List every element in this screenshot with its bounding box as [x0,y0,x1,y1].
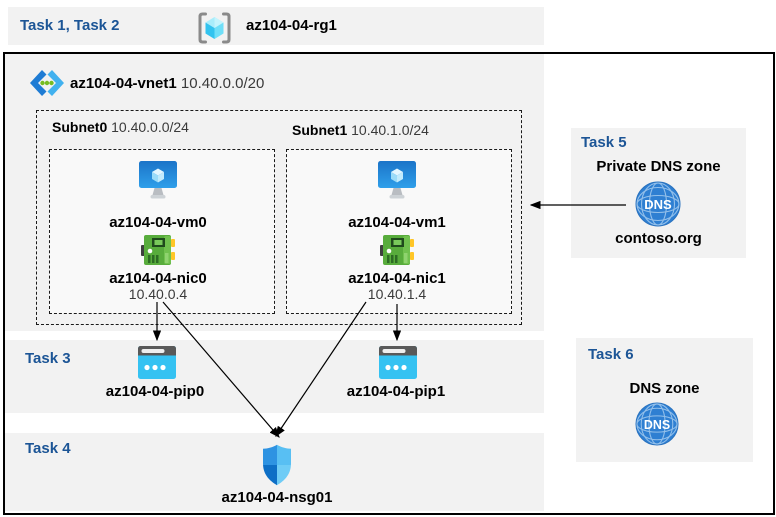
public-ip-icon [138,346,176,379]
vnet-name: az104-04-vnet1 [70,75,177,92]
resource-group-name: az104-04-rg1 [246,17,337,34]
resource-group-icon [196,11,233,45]
pip0-name: az104-04-pip0 [105,383,205,400]
private-dns-zone-name: contoso.org [615,230,702,247]
subnet1-title: Subnet1 10.40.1.0/24 [292,122,429,138]
task3-label: Task 3 [25,350,71,367]
subnet0-title: Subnet0 10.40.0.0/24 [52,119,189,135]
virtual-network-icon [30,70,64,96]
private-dns-zone-title: Private DNS zone [596,158,721,175]
pip1-name: az104-04-pip1 [346,383,446,400]
dns-badge-text: DNS [644,197,672,212]
vm1-name: az104-04-vm1 [348,214,446,231]
network-interface-icon [380,234,414,266]
task5-label: Task 5 [581,134,627,151]
task12-label: Task 1, Task 2 [20,17,120,34]
network-interface-icon [141,234,175,266]
subnet1-cidr: 10.40.1.0/24 [351,122,429,138]
subnet0-name: Subnet0 [52,119,108,135]
virtual-machine-icon [139,161,177,202]
task6-label: Task 6 [588,346,634,363]
nic1-ip: 10.40.1.4 [367,286,427,302]
dns-badge-text: DNS [644,418,670,432]
nic0-name: az104-04-nic0 [109,270,207,287]
vnet-title: az104-04-vnet1 10.40.0.0/20 [70,75,264,92]
vnet-cidr: 10.40.0.0/20 [180,75,265,92]
public-ip-icon [379,346,417,379]
dns-icon: DNS [635,181,681,227]
nic1-name: az104-04-nic1 [348,270,446,287]
subnet1-name: Subnet1 [292,122,348,138]
vm0-name: az104-04-vm0 [109,214,207,231]
task3-band [5,340,544,413]
subnet0-cidr: 10.40.0.0/24 [111,119,189,135]
dns-icon: DNS [635,402,679,446]
nsg-name: az104-04-nsg01 [221,489,333,506]
task5-box: Task 5 Private DNS zone DNS contoso.org [571,128,746,258]
nic0-ip: 10.40.0.4 [128,286,188,302]
header-band: Task 1, Task 2 az104-04-rg1 [8,7,544,45]
task4-label: Task 4 [25,440,71,457]
dns-zone-title: DNS zone [629,380,700,397]
network-security-group-icon [262,444,292,486]
virtual-machine-icon [378,161,416,202]
task6-box: Task 6 DNS zone DNS [576,338,753,462]
